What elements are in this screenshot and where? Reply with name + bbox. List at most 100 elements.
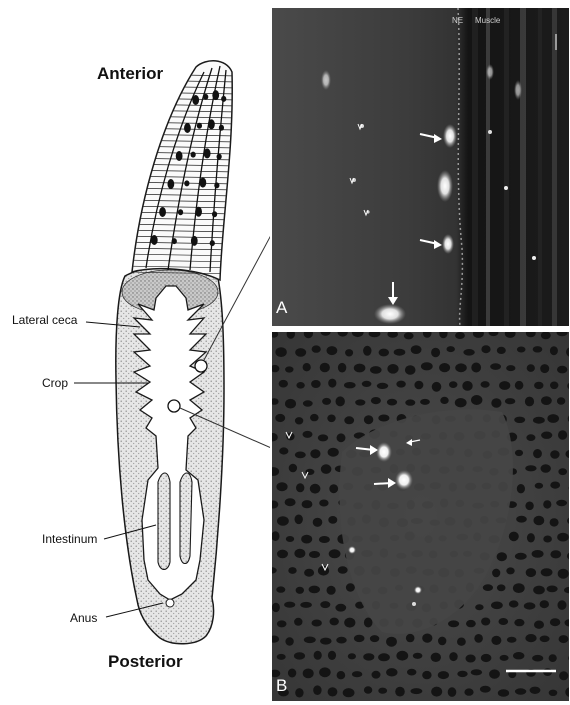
pore — [322, 398, 331, 405]
pore — [550, 346, 558, 355]
pore — [526, 434, 535, 441]
pore — [288, 567, 296, 574]
pore — [275, 414, 285, 422]
sample-site-a — [195, 360, 207, 372]
ganglion-dot — [184, 180, 189, 186]
pore — [549, 654, 557, 662]
pore — [532, 655, 543, 662]
pore — [404, 332, 414, 339]
pore — [540, 636, 550, 643]
pore — [534, 621, 544, 629]
pore — [277, 516, 289, 526]
pore — [285, 637, 293, 645]
pore — [295, 348, 306, 357]
pore — [379, 349, 389, 357]
pore — [309, 586, 320, 594]
pore — [526, 568, 536, 577]
ganglion-dot — [210, 240, 215, 246]
pore — [303, 363, 311, 371]
pore — [558, 569, 569, 579]
pore — [319, 536, 330, 543]
pore — [303, 669, 314, 679]
ganglion-dot — [203, 94, 208, 100]
pore — [310, 484, 321, 494]
pore — [354, 364, 366, 373]
pore — [524, 602, 536, 609]
pore — [296, 587, 304, 594]
pore — [312, 620, 322, 627]
pore — [527, 364, 535, 372]
pore — [310, 414, 319, 421]
pore — [509, 600, 519, 607]
pore — [533, 449, 542, 458]
pore — [421, 362, 433, 370]
pore — [378, 688, 387, 694]
pore — [320, 363, 330, 373]
panel-b-letter: B — [276, 676, 287, 696]
pore — [319, 667, 331, 677]
pore — [394, 349, 406, 356]
pore — [489, 669, 500, 678]
pore — [386, 637, 397, 647]
pore — [471, 395, 482, 405]
pore — [557, 397, 565, 404]
pore — [371, 397, 381, 404]
pore — [386, 668, 397, 676]
pore — [432, 382, 442, 392]
pore — [344, 382, 356, 388]
pore — [515, 688, 526, 694]
ganglion-dot — [192, 95, 199, 105]
pore — [364, 415, 373, 424]
pore — [294, 618, 302, 626]
pore — [540, 600, 549, 608]
pore — [513, 583, 525, 593]
pore — [362, 381, 372, 387]
pore — [541, 464, 551, 473]
pore — [499, 618, 509, 625]
pore — [550, 382, 558, 390]
pore — [471, 363, 481, 373]
pore — [541, 396, 552, 405]
pore — [514, 417, 525, 423]
pore — [490, 363, 501, 370]
pore — [346, 583, 355, 591]
pore — [327, 586, 336, 595]
pore — [303, 431, 313, 438]
ganglion-dot — [176, 151, 183, 161]
pore — [455, 398, 467, 407]
posterior-label: Posterior — [108, 652, 183, 672]
pore — [413, 653, 423, 659]
pore — [420, 399, 430, 405]
pore — [541, 432, 552, 439]
pore — [535, 483, 543, 489]
ganglion-dot — [167, 179, 174, 189]
pore — [547, 414, 559, 423]
anus-label: Anus — [70, 611, 97, 625]
pore — [304, 637, 316, 644]
pore — [289, 464, 297, 473]
intestinum-label: Intestinum — [42, 532, 97, 546]
pore — [558, 468, 567, 475]
pore — [277, 620, 287, 627]
pore — [505, 398, 515, 404]
pore — [527, 533, 535, 542]
pore — [515, 381, 524, 390]
pore — [319, 500, 328, 507]
pore — [387, 399, 397, 406]
pore — [447, 346, 455, 352]
ganglion-dot — [159, 207, 166, 217]
pore — [507, 637, 517, 643]
ganglion-dot — [199, 178, 206, 188]
pore — [438, 671, 449, 679]
pore — [547, 586, 558, 593]
pore — [474, 634, 483, 643]
pore — [455, 332, 465, 339]
pore — [329, 549, 341, 558]
pore — [295, 417, 303, 424]
ganglion-dot — [191, 236, 198, 246]
ganglion-dot — [151, 235, 158, 245]
panel-a-muscle-text: Muscle — [475, 16, 500, 25]
pore — [396, 381, 405, 388]
pore — [499, 381, 510, 390]
pore — [525, 502, 533, 511]
